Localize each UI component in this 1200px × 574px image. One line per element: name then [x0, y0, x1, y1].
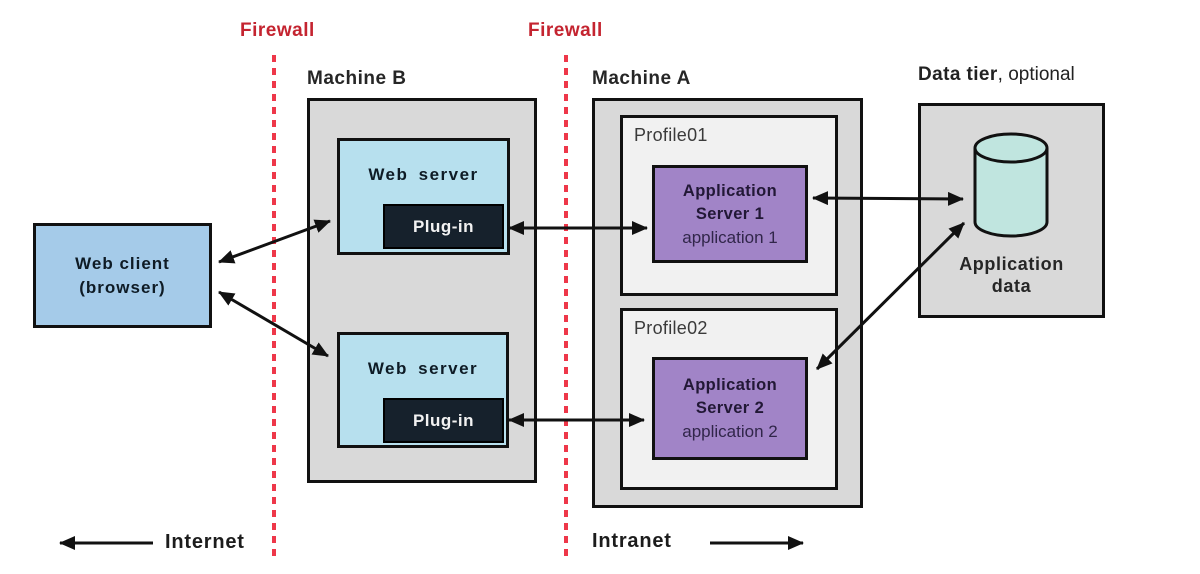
machine-a-label: Machine A — [592, 68, 691, 89]
application-data-label: Application data — [921, 253, 1102, 297]
application-data-line2: data — [991, 276, 1032, 296]
profile-02-box: Profile02 Application Server 2 applicati… — [620, 308, 838, 490]
app-server-1-line1: Application — [682, 181, 778, 200]
web-client-line1: Web client — [75, 253, 170, 273]
firewall-right-label: Firewall — [528, 20, 603, 41]
app-server-2-line2: Server 2 — [695, 399, 765, 417]
app-server-2-box: Application Server 2 application 2 — [652, 357, 808, 460]
profile-01-box: Profile01 Application Server 1 applicati… — [620, 115, 838, 296]
web-client-line2: (browser) — [79, 277, 166, 297]
web-server-2-box: Web server Plug-in — [337, 332, 509, 448]
app-server-2-line1: Application — [682, 376, 778, 394]
app-server-1-line3: application 1 — [682, 227, 778, 247]
web-client-box: Web client (browser) — [33, 223, 212, 328]
application-data-line1: Application — [959, 254, 1064, 274]
intranet-label: Intranet — [592, 530, 672, 552]
plugin-2-label: Plug-in — [412, 410, 475, 430]
app-server-1-line2: Server 1 — [695, 204, 765, 223]
profile-02-label: Profile02 — [634, 318, 708, 338]
machine-b-box: Web server Plug-in Web server Plug-in — [307, 98, 537, 483]
web-server-1-box: Web server Plug-in — [337, 138, 510, 255]
data-tier-box: Application data — [918, 103, 1105, 318]
machine-a-box: Profile01 Application Server 1 applicati… — [592, 98, 863, 508]
data-tier-label-bold: Data tier — [918, 64, 998, 85]
data-tier-label: Data tier, optional — [918, 64, 1075, 86]
data-tier-label-rest: , optional — [997, 64, 1075, 85]
internet-label: Internet — [165, 531, 245, 553]
web-server-1-title: Web server — [368, 165, 479, 184]
plugin-1-box: Plug-in — [383, 204, 504, 249]
profile-01-label: Profile01 — [634, 125, 708, 145]
firewall-left-label: Firewall — [240, 20, 315, 41]
plugin-2-box: Plug-in — [383, 398, 504, 443]
app-server-2-line3: application 2 — [682, 422, 778, 441]
machine-b-label: Machine B — [307, 68, 407, 89]
plugin-1-label: Plug-in — [412, 216, 475, 236]
web-server-2-title: Web server — [367, 359, 479, 378]
app-server-1-box: Application Server 1 application 1 — [652, 165, 808, 263]
